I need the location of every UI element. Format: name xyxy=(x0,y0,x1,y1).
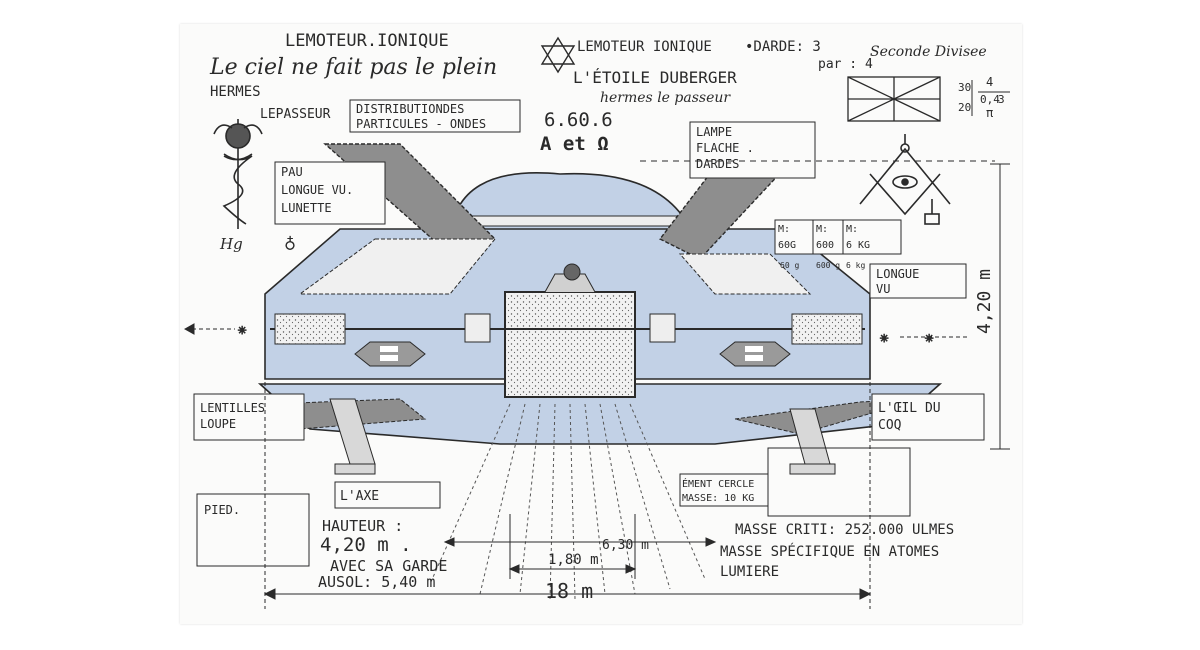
svg-text:LOUPE: LOUPE xyxy=(200,417,236,431)
label-pied: PIED. xyxy=(196,493,310,567)
svg-text:M:: M: xyxy=(778,224,790,235)
number-label: 6.60.6 xyxy=(544,109,613,131)
empty-box-right xyxy=(767,447,911,517)
star-moteur: LEMOTEUR IONIQUE xyxy=(577,39,712,55)
svg-text:60 g: 60 g xyxy=(780,261,799,270)
alpha-omega: A et Ω xyxy=(540,133,609,155)
mercury-symbol: Hg xyxy=(219,235,243,253)
masse-lumiere: LUMIERE xyxy=(720,564,779,580)
svg-text:6 kg: 6 kg xyxy=(846,261,865,270)
star-seconde: Seconde Divisee xyxy=(870,44,987,60)
dimension-height xyxy=(640,160,1010,450)
svg-text:30: 30 xyxy=(958,81,971,94)
masse-specifique: MASSE SPÉCIFIQUE EN ATOMES xyxy=(720,543,939,560)
right-leg xyxy=(789,408,836,475)
svg-text:L'ŒIL DU: L'ŒIL DU xyxy=(878,401,941,416)
dimension-630-label: 6,30 m xyxy=(602,538,649,553)
svg-text:600: 600 xyxy=(816,240,834,251)
svg-text:COQ: COQ xyxy=(878,418,902,433)
svg-text:0,4: 0,4 xyxy=(980,93,1000,106)
svg-text:LAMPE: LAMPE xyxy=(696,125,732,139)
dimension-18 xyxy=(263,354,872,609)
label-axe: L'AXE xyxy=(334,481,441,509)
hermes-label: HERMES xyxy=(210,84,261,100)
dimension-630 xyxy=(443,537,717,547)
hauteur-label: HAUTEUR : xyxy=(322,517,403,535)
dimension-180-label: 1,80 m xyxy=(548,552,599,568)
svg-text:FLACHE .: FLACHE . xyxy=(696,141,754,155)
svg-text:π: π xyxy=(986,106,993,120)
fraction-block: 30 4 20 0,4 3 π xyxy=(958,75,1010,120)
square-compass-icon xyxy=(859,134,951,225)
le-passeur-label: LEPASSEUR xyxy=(260,107,331,122)
svg-text:MASSE: 10 KG: MASSE: 10 KG xyxy=(682,493,754,504)
drawing-sheet: LEMOTEUR.IONIQUE Le ciel ne fait pas le … xyxy=(180,24,1022,624)
dimension-180 xyxy=(508,514,637,579)
svg-text:ÉMENT CERCLE: ÉMENT CERCLE xyxy=(682,477,754,490)
handwritten-slogan: Le ciel ne fait pas le plein xyxy=(209,55,497,80)
label-lampe: LAMPE FLACHE . DARDES xyxy=(689,121,816,179)
svg-text:3: 3 xyxy=(998,93,1005,106)
dimension-18-label: 18 m xyxy=(545,579,593,603)
star-darde: •DARDE: 3 xyxy=(745,39,821,55)
light-beams xyxy=(429,403,706,600)
dimension-height-label: 4,20 m xyxy=(974,269,995,334)
label-lentilles: LENTILLES LOUPE xyxy=(193,393,305,441)
right-capsule xyxy=(719,341,791,367)
label-element: ÉMENT CERCLE MASSE: 10 KG xyxy=(679,473,769,507)
etoile-label: L'ÉTOILE DUBERGER xyxy=(573,68,737,87)
left-capsule xyxy=(354,341,426,367)
svg-text:60G: 60G xyxy=(778,240,796,251)
label-longue-vu: LONGUE VU xyxy=(869,263,967,299)
svg-text:M:: M: xyxy=(816,224,828,235)
svg-text:✳: ✳ xyxy=(238,322,247,338)
svg-text:DARDES: DARDES xyxy=(696,157,739,171)
svg-text:4: 4 xyxy=(986,75,993,89)
title-top: LEMOTEUR.IONIQUE xyxy=(285,31,449,51)
svg-text:VU: VU xyxy=(876,282,890,296)
svg-text:LENTILLES: LENTILLES xyxy=(200,401,265,415)
avec-label: AVEC SA GARDE xyxy=(330,557,447,575)
masse-critique: MASSE CRITI: 252.000 ULMES xyxy=(735,522,954,538)
left-emitter: ✳ xyxy=(183,322,248,339)
label-distribution: DISTRIBUTIONDES PARTICULES - ONDES xyxy=(349,99,521,133)
hauteur-value: 4,20 m . xyxy=(320,534,412,556)
label-mass-table: M: M: M: 60G 600 6 KG 60 g 600 g 6 kg xyxy=(774,219,902,270)
label-pau: PAU LONGUE VU. LUNETTE xyxy=(274,161,386,225)
svg-text:PARTICULES - ONDES: PARTICULES - ONDES xyxy=(356,117,486,131)
svg-text:✳: ✳ xyxy=(925,330,934,346)
svg-text:M:: M: xyxy=(846,224,858,235)
svg-text:20: 20 xyxy=(958,101,971,114)
caduceus-icon xyxy=(213,119,263,229)
svg-text:600 g: 600 g xyxy=(816,261,840,270)
svg-text:PAU: PAU xyxy=(281,165,303,179)
label-oeil: L'ŒIL DU COQ xyxy=(871,393,985,441)
star-of-david-icon xyxy=(540,36,576,74)
flag-icon xyxy=(847,76,941,122)
svg-text:✳: ✳ xyxy=(880,330,889,346)
star-par: par : 4 xyxy=(818,57,873,72)
svg-text:6 KG: 6 KG xyxy=(846,240,870,251)
ausol-label: AUSOL: 5,40 m xyxy=(318,573,435,591)
earth-symbol: ♁ xyxy=(284,230,296,254)
svg-text:PIED.: PIED. xyxy=(204,503,240,517)
svg-text:LONGUE: LONGUE xyxy=(876,267,919,281)
svg-text:DISTRIBUTIONDES: DISTRIBUTIONDES xyxy=(356,102,464,116)
right-emitter: ✳ ✳ xyxy=(880,330,970,347)
central-core xyxy=(504,291,636,398)
svg-text:LONGUE VU.: LONGUE VU. xyxy=(281,183,353,197)
svg-text:LUNETTE: LUNETTE xyxy=(281,201,332,215)
hermes-passeur: hermes le passeur xyxy=(600,90,731,106)
left-leg xyxy=(329,398,376,475)
ufo-diagram: LEMOTEUR.IONIQUE Le ciel ne fait pas le … xyxy=(183,31,1010,609)
svg-text:L'AXE: L'AXE xyxy=(340,489,379,504)
